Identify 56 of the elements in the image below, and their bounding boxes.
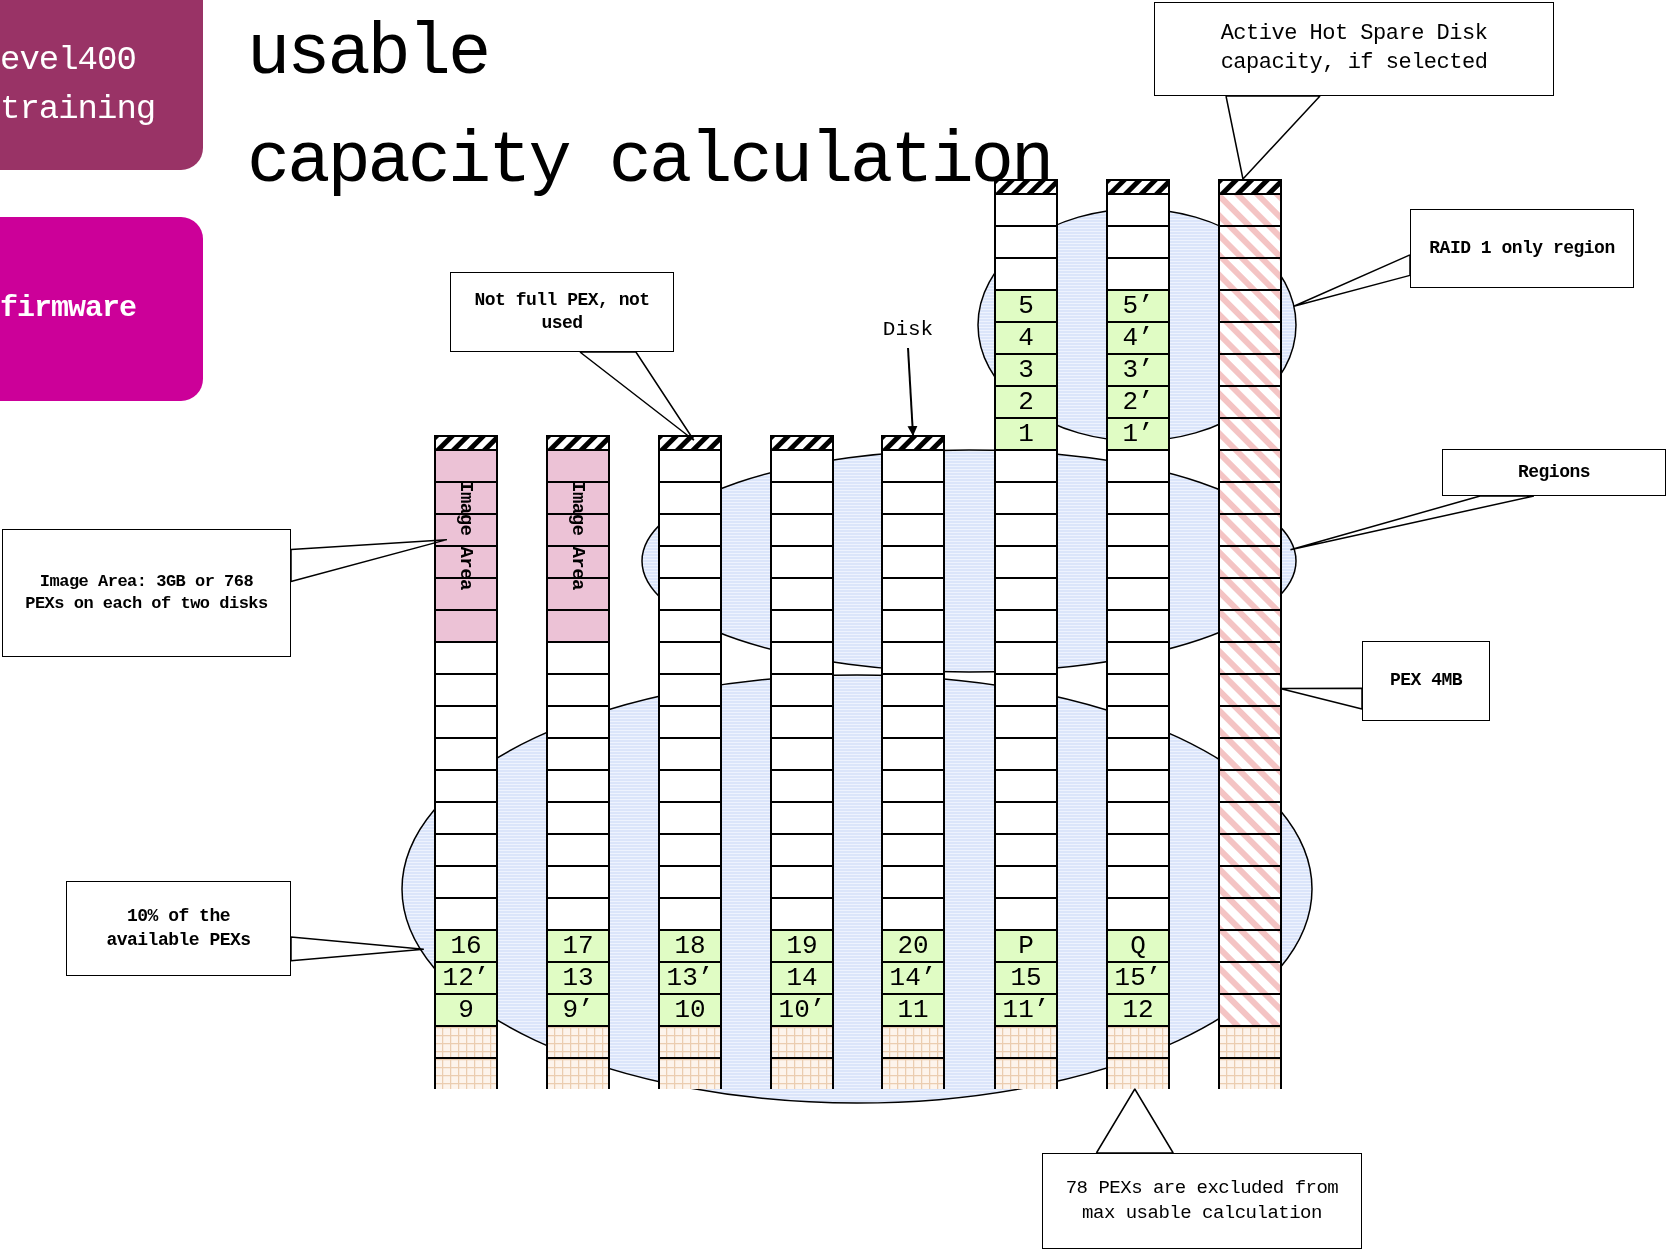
cell-label: 10 (673, 994, 707, 1026)
cell-label: 11’ (1001, 994, 1051, 1026)
cell-label: 13’ (665, 962, 715, 994)
callout-text: Active Hot Spare Disk capacity, if selected (1219, 20, 1489, 77)
tab-label: evel400 training (0, 39, 157, 130)
cell-label: 4’ (1121, 322, 1155, 354)
cell-label: 4 (1017, 322, 1035, 354)
cell-label: 20 (896, 930, 930, 962)
callout-text: 78 PEXs are excluded from max usable calculation (1064, 1176, 1340, 1226)
cell-label: 11 (896, 994, 930, 1026)
cell-label: 18 (673, 930, 707, 962)
cell-label: 5 (1017, 290, 1035, 322)
cell-label: 14’ (888, 962, 938, 994)
cell-label: 17 (561, 930, 595, 962)
callout-text: PEX 4MB (1389, 669, 1463, 693)
callout-box (1042, 1153, 1362, 1249)
cell-label: 10’ (777, 994, 827, 1026)
arrow (907, 347, 918, 436)
cell-label: 3 (1017, 354, 1035, 386)
callout-box (2, 529, 291, 657)
cell-label: 16 (449, 930, 483, 962)
callout-box (1410, 209, 1634, 288)
cell-label: 3’ (1121, 354, 1155, 386)
cell-label: 19 (785, 930, 819, 962)
section-tab (0, 217, 203, 401)
callout-box (66, 881, 291, 976)
cell-label: 13 (561, 962, 595, 994)
cell-label: 12 (1121, 994, 1155, 1026)
cell-label: 2’ (1121, 386, 1155, 418)
callout-text: 10% of the available PEXs (105, 905, 252, 952)
tab-label: firmware (0, 290, 138, 328)
callout-box (1442, 449, 1666, 496)
cell-label: P (1017, 930, 1035, 962)
cell-label: 9 (457, 994, 475, 1026)
cell-label: 12’ (441, 962, 491, 994)
callout-text: RAID 1 only region (1429, 236, 1615, 260)
callout-text: Image Area: 3GB or 768 PEXs on each of two disks (24, 570, 269, 615)
callout-box (450, 272, 674, 352)
callout-text: Regions (1517, 460, 1591, 484)
cell-label: 9’ (561, 994, 595, 1026)
section-tab (0, 0, 203, 170)
cell-label: 2 (1017, 386, 1035, 418)
vertical-label: Image Area (566, 481, 590, 593)
cell-label: 1’ (1121, 418, 1155, 450)
cell-label: 15’ (1113, 962, 1163, 994)
cell-label: 15 (1009, 962, 1043, 994)
cell-label: 5’ (1121, 290, 1155, 322)
vertical-label: Image Area (454, 481, 478, 593)
cell-label: Q (1129, 930, 1147, 962)
cell-label: 14 (785, 962, 819, 994)
cell-label: 1 (1017, 418, 1035, 450)
slide-title: usable capacity calculation (247, 12, 1052, 205)
callout-box (1154, 2, 1554, 96)
disk-label: Disk (881, 318, 935, 341)
callout-text: Not full PEX, not used (473, 288, 651, 335)
callout-box (1362, 641, 1490, 721)
